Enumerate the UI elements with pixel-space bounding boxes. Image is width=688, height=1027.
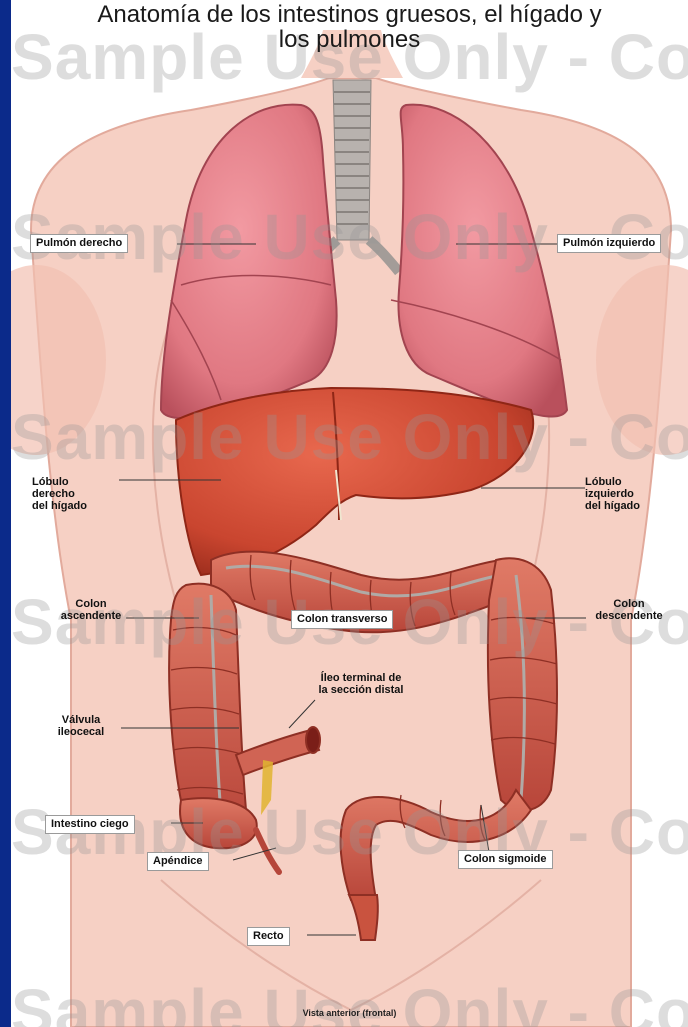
watermark-6: Sample Use Only - Co xyxy=(11,975,688,1027)
label-lobulo-derecho: Lóbulo derecho del hígado xyxy=(32,476,87,512)
label-lobulo-izquierdo: Lóbulo izquierdo del hígado xyxy=(585,476,640,512)
label-ileo-terminal: Íleo terminal de la sección distal xyxy=(291,672,431,696)
label-colon-descendente: Colon descendente xyxy=(581,598,677,622)
label-recto: Recto xyxy=(247,927,290,946)
anatomy-illustration xyxy=(11,0,688,1027)
label-colon-sigmoide: Colon sigmoide xyxy=(458,850,553,869)
label-colon-ascendente: Colon ascendente xyxy=(51,598,131,622)
diagram-frame: Anatomía de los intestinos gruesos, el h… xyxy=(11,0,688,1027)
label-colon-transverso: Colon transverso xyxy=(291,610,393,629)
label-apendice: Apéndice xyxy=(147,852,209,871)
label-pulmon-derecho: Pulmón derecho xyxy=(30,234,128,253)
view-caption: Vista anterior (frontal) xyxy=(11,1008,688,1018)
watermark-3: Sample Use Only - Co xyxy=(11,400,688,474)
label-intestino-ciego: Intestino ciego xyxy=(45,815,135,834)
title-line-1: Anatomía de los intestinos gruesos, el h… xyxy=(11,2,688,27)
label-valvula-ileocecal: Válvula ileocecal xyxy=(41,714,121,738)
diagram-title: Anatomía de los intestinos gruesos, el h… xyxy=(11,2,688,52)
title-line-2: los pulmones xyxy=(11,27,688,52)
label-pulmon-izquierdo: Pulmón izquierdo xyxy=(557,234,661,253)
